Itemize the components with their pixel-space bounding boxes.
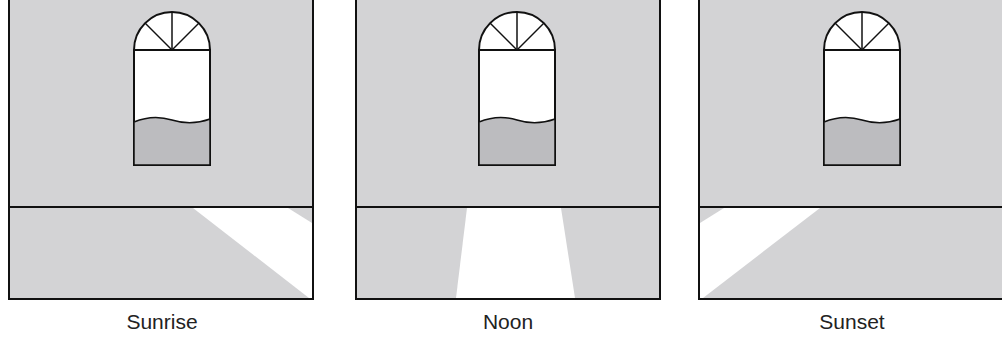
panel-caption: Noon bbox=[408, 310, 608, 334]
sunrise-panel bbox=[9, 0, 313, 299]
panel-caption: Sunrise bbox=[62, 310, 262, 334]
noon-panel bbox=[356, 0, 660, 299]
sunset-panel bbox=[699, 0, 1002, 299]
panel-caption: Sunset bbox=[752, 310, 952, 334]
